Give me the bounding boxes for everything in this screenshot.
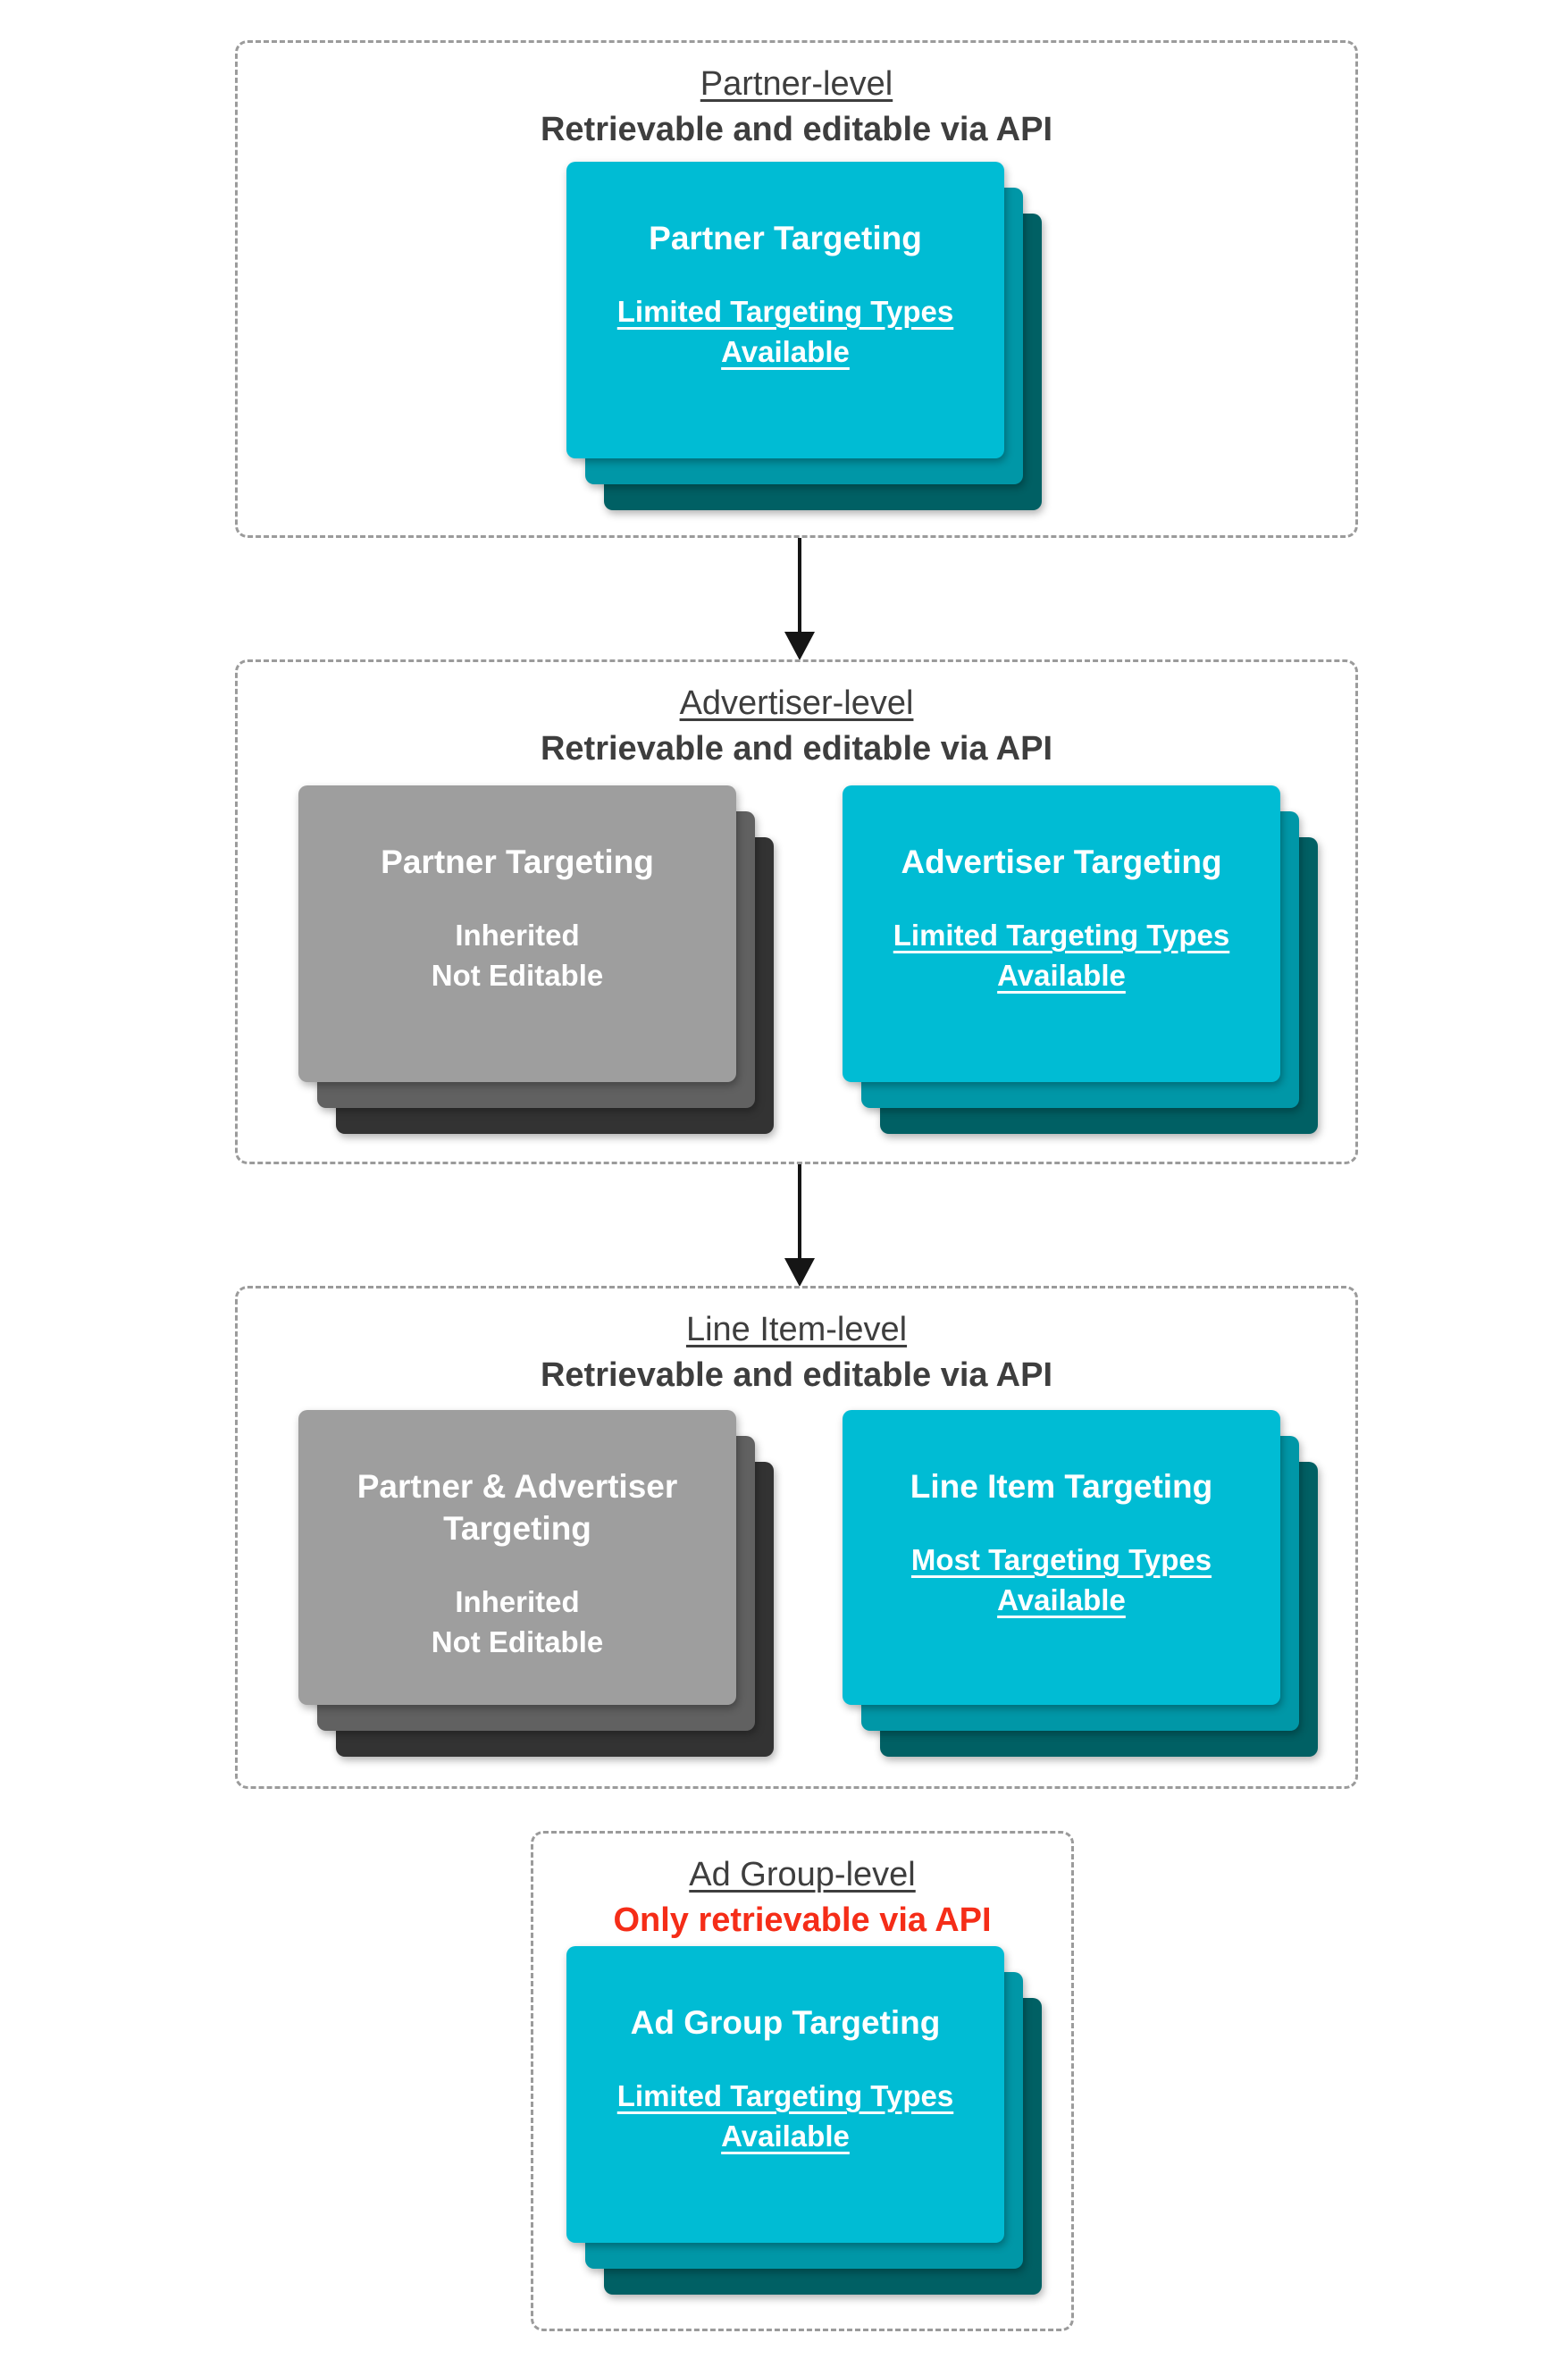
section-subtitle: Only retrievable via API — [613, 1901, 992, 1939]
card-stack-partner-targeting: Partner Targeting Limited Targeting Type… — [566, 162, 1042, 510]
arrow-shaft — [798, 538, 801, 634]
arrow-shaft — [798, 1164, 801, 1260]
card-front: Partner Targeting Inherited Not Editable — [298, 785, 736, 1082]
section-subtitle: Retrievable and editable via API — [540, 1356, 1053, 1394]
card-front: Ad Group Targeting Limited Targeting Typ… — [566, 1946, 1004, 2243]
section-title: Partner-level — [700, 65, 893, 103]
card-stack-advertiser-targeting: Advertiser Targeting Limited Targeting T… — [843, 785, 1318, 1134]
section-heading: Partner-level Retrievable and editable v… — [238, 43, 1355, 152]
section-heading: Line Item-level Retrievable and editable… — [238, 1288, 1355, 1398]
arrow-head-icon — [784, 632, 815, 660]
card-stack-ad-group-targeting: Ad Group Targeting Limited Targeting Typ… — [566, 1946, 1042, 2295]
section-ad-group-level: Ad Group-level Only retrievable via API … — [531, 1831, 1074, 2331]
card-note: Limited Targeting Types Available — [616, 2079, 954, 2153]
arrow-down-advertiser-to-line-item — [784, 1164, 815, 1287]
section-title: Advertiser-level — [679, 684, 914, 722]
section-heading: Ad Group-level Only retrievable via API — [533, 1834, 1071, 1943]
card-title: Partner Targeting — [381, 844, 654, 880]
card-front: Partner Targeting Limited Targeting Type… — [566, 162, 1004, 458]
card-note: Most Targeting Types Available — [910, 1543, 1212, 1616]
section-subtitle: Retrievable and editable via API — [540, 730, 1053, 768]
card-title: Advertiser Targeting — [901, 844, 1222, 880]
section-partner-level: Partner-level Retrievable and editable v… — [235, 40, 1358, 538]
card-title: Ad Group Targeting — [630, 2004, 941, 2041]
section-title: Ad Group-level — [689, 1856, 916, 1893]
card-note: Inherited Not Editable — [431, 919, 604, 992]
card-title: Partner Targeting — [649, 220, 922, 256]
card-front: Line Item Targeting Most Targeting Types… — [843, 1410, 1280, 1705]
card-stack-line-item-targeting: Line Item Targeting Most Targeting Types… — [843, 1410, 1318, 1757]
card-stack-inherited-partner-targeting: Partner Targeting Inherited Not Editable — [298, 785, 774, 1134]
section-title: Line Item-level — [685, 1311, 908, 1348]
card-title: Line Item Targeting — [910, 1468, 1213, 1505]
section-line-item-level: Line Item-level Retrievable and editable… — [235, 1286, 1358, 1789]
card-front: Partner & Advertiser Targeting Inherited… — [298, 1410, 736, 1705]
card-title: Partner & Advertiser Targeting — [356, 1468, 678, 1547]
arrow-head-icon — [784, 1258, 815, 1287]
section-heading: Advertiser-level Retrievable and editabl… — [238, 662, 1355, 771]
section-advertiser-level: Advertiser-level Retrievable and editabl… — [235, 659, 1358, 1164]
card-stack-inherited-partner-advertiser-targeting: Partner & Advertiser Targeting Inherited… — [298, 1410, 774, 1757]
section-subtitle: Retrievable and editable via API — [540, 111, 1053, 148]
card-note: Limited Targeting Types Available — [616, 295, 954, 368]
arrow-down-partner-to-advertiser — [784, 538, 815, 660]
card-note: Limited Targeting Types Available — [893, 919, 1230, 992]
card-front: Advertiser Targeting Limited Targeting T… — [843, 785, 1280, 1082]
card-note: Inherited Not Editable — [431, 1585, 604, 1658]
